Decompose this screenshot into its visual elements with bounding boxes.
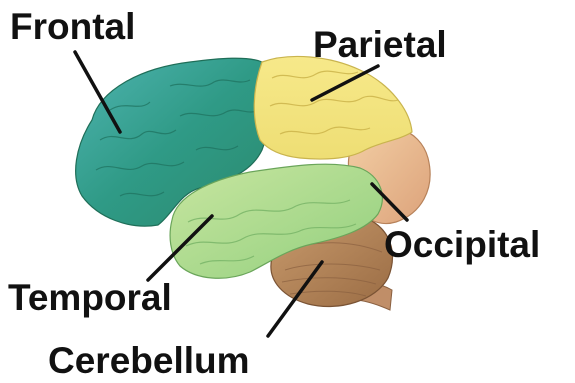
label-temporal: Temporal: [8, 279, 172, 316]
label-frontal: Frontal: [10, 8, 135, 45]
label-occipital: Occipital: [384, 226, 540, 263]
label-cerebellum: Cerebellum: [48, 342, 250, 379]
label-parietal: Parietal: [313, 26, 447, 63]
